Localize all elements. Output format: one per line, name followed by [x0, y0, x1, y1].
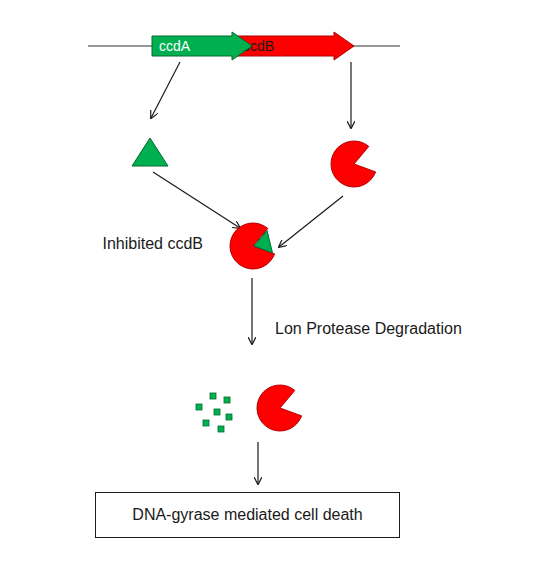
fragment — [224, 397, 230, 403]
binding-arrow — [153, 172, 240, 228]
free-ccdb-protein — [257, 385, 302, 431]
gene-arrow: ccdA — [152, 32, 252, 60]
translation-arrow — [151, 62, 180, 118]
fragment — [226, 414, 232, 420]
fragment — [196, 404, 202, 410]
gene-name: ccdA — [159, 32, 190, 60]
ccdb-protein — [331, 141, 376, 187]
binding-arrow — [279, 196, 343, 247]
ccdb-protein — [230, 223, 275, 269]
fragment — [203, 420, 209, 426]
complex-outline — [229, 222, 277, 270]
ccda-protein — [132, 138, 168, 166]
inhibited-complex: Inhibited ccdB — [229, 222, 277, 270]
outcome-box: DNA-gyrase mediated cell death — [95, 492, 400, 538]
fragment — [214, 409, 220, 415]
ccda-protein — [254, 231, 273, 253]
fragment — [210, 393, 216, 399]
box-text: DNA-gyrase mediated cell death — [132, 506, 362, 524]
gene-arrow-shape — [152, 32, 252, 60]
process-label: Lon Protease Degradation — [275, 320, 462, 338]
gene-arrow: ccdB — [236, 32, 354, 60]
ccda-fragments — [196, 393, 232, 432]
toxicity-arrow — [257, 442, 258, 484]
translation-arrow — [350, 62, 351, 128]
fragment — [218, 426, 224, 432]
degradation-arrow — [251, 278, 252, 344]
complex-label: Inhibited ccdB — [102, 235, 203, 253]
gene-arrow-shape — [236, 32, 354, 60]
